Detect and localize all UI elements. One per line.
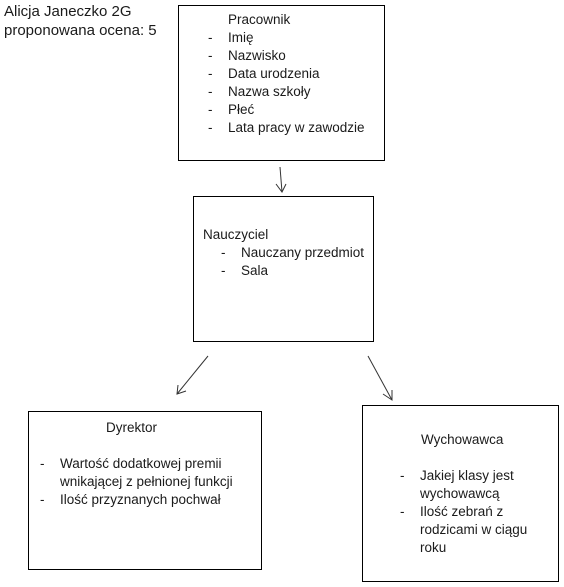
box-title: Pracownik (228, 12, 291, 27)
arrow-pracownik-to-nauczyciel (275, 166, 287, 193)
box-dyrektor: Dyrektor -Wartość dodatkowej premii wnik… (28, 411, 262, 570)
arrow-nauczyciel-to-dyrektor (176, 355, 209, 395)
box-pracownik: Pracownik -Imię -Nazwisko -Data urodzeni… (178, 5, 385, 161)
attribute-list: -Imię -Nazwisko -Data urodzenia -Nazwa s… (208, 29, 365, 137)
list-item: -Wartość dodatkowej premii wnikającej z … (40, 456, 233, 489)
box-title: Dyrektor (106, 420, 158, 435)
box-title: Wychowawca (421, 432, 504, 447)
box-nauczyciel: Nauczyciel -Nauczany przedmiot -Sala (193, 196, 374, 342)
list-item: -Ilość przyznanych pochwał (40, 492, 221, 507)
list-item: -Nazwisko (208, 48, 286, 63)
attribute-list: -Jakiej klasy jest wychowawcą -Ilość zeb… (400, 467, 540, 557)
list-item: -Nauczany przedmiot (221, 245, 365, 260)
list-item: -Imię (208, 30, 254, 45)
attribute-list: -Nauczany przedmiot -Sala (221, 244, 364, 280)
list-item: -Ilość zebrań z rodzicami w ciągu roku (400, 504, 528, 555)
list-item: -Nazwa szkoły (208, 84, 311, 99)
proposed-grade: proponowana ocena: 5 (4, 22, 157, 39)
list-item: -Lata pracy w zawodzie (208, 120, 365, 135)
arrow-nauczyciel-to-wychowawca (367, 355, 393, 401)
author-header: Alicja Janeczko 2G proponowana ocena: 5 (4, 2, 157, 40)
author-name: Alicja Janeczko 2G (4, 3, 132, 20)
list-item: -Data urodzenia (208, 66, 320, 81)
list-item: -Płeć (208, 102, 255, 117)
box-title: Nauczyciel (203, 227, 269, 242)
list-item: -Sala (221, 263, 269, 278)
list-item: -Jakiej klasy jest wychowawcą (400, 468, 514, 501)
box-wychowawca: Wychowawca -Jakiej klasy jest wychowawcą… (362, 405, 559, 582)
attribute-list: -Wartość dodatkowej premii wnikającej z … (40, 455, 262, 509)
